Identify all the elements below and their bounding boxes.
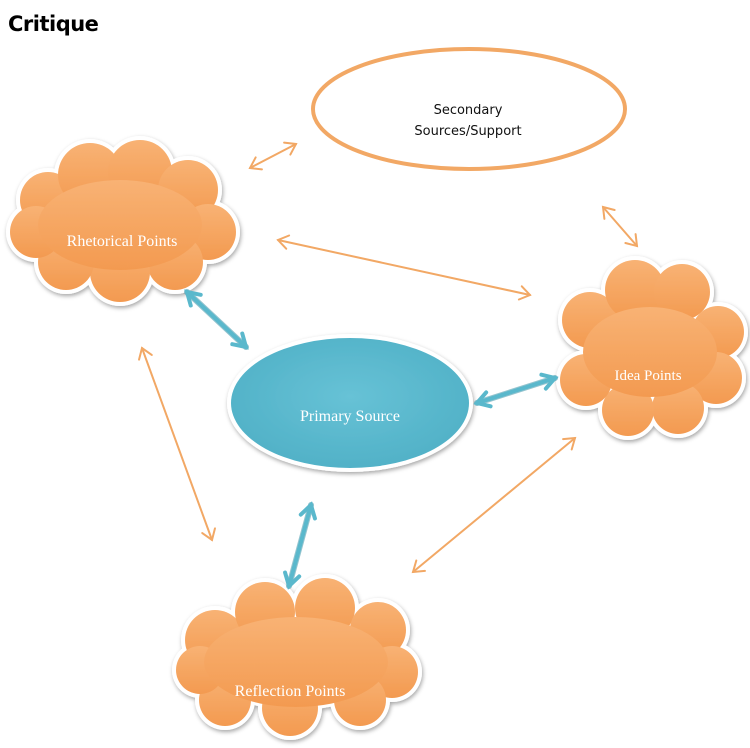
reflection-points-label: Reflection Points — [235, 683, 346, 700]
idea-points-label: Idea Points — [614, 368, 681, 384]
arrow-secondary-idea — [601, 205, 639, 248]
secondary-sources-label-line2: Sources/Support — [414, 124, 521, 139]
page-title: Critique — [8, 12, 99, 36]
rhetorical-points-label: Rhetorical Points — [67, 233, 178, 250]
connector-arrows — [138, 141, 639, 590]
primary-source-label: Primary Source — [300, 408, 400, 425]
arrow-rhetorical-secondary — [248, 141, 298, 171]
arrow-rhetorical-primary — [184, 289, 249, 350]
rhetorical-points-node — [6, 136, 240, 306]
reflection-points-node — [172, 574, 422, 740]
arrow-primary-reflection — [283, 501, 317, 590]
secondary-sources-node: Secondary Sources/Support — [311, 47, 627, 171]
arrow-primary-idea — [473, 372, 559, 409]
secondary-sources-label-line1: Secondary — [434, 103, 503, 118]
primary-source-node — [227, 334, 473, 472]
arrow-rhetorical-reflection — [138, 346, 216, 542]
arrow-rhetorical-idea — [276, 234, 532, 301]
secondary-sources-ellipse — [311, 47, 627, 171]
arrow-idea-reflection — [411, 436, 577, 574]
primary-source-ellipse — [231, 338, 469, 468]
idea-points-node — [556, 256, 748, 440]
